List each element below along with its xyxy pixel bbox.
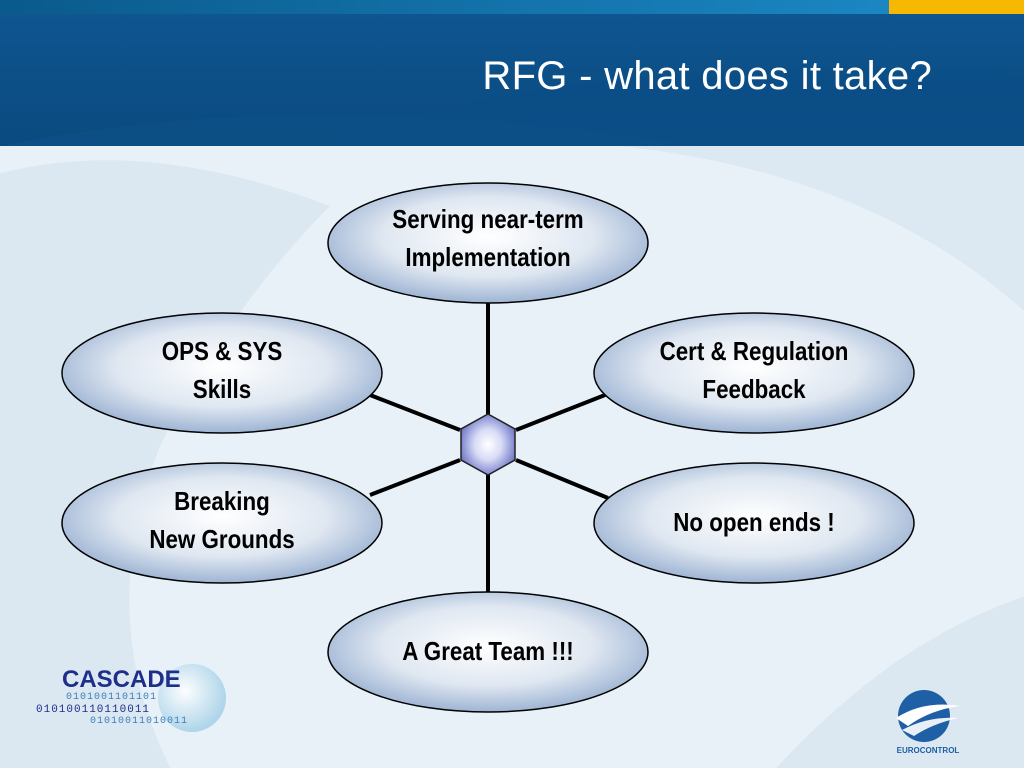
cascade-binary-line-1: 0101001101101 (66, 692, 158, 703)
node-lower-right-line-1: No open ends ! (673, 507, 835, 537)
top-color-strip (0, 0, 1024, 14)
connector-upper-left (369, 393, 461, 432)
node-lower-right-label: No open ends ! (625, 503, 883, 541)
node-upper-left-shape (61, 312, 383, 434)
node-top-shape (327, 182, 649, 304)
node-lower-left-line-2: New Grounds (149, 524, 295, 554)
node-top-label: Serving near-term Implementation (359, 200, 617, 276)
connector-lower-left (369, 458, 461, 497)
node-upper-left-line-1: OPS & SYS (161, 336, 283, 366)
node-upper-right-label: Cert & Regulation Feedback (625, 332, 883, 408)
slide-title: RFG - what does it take? (482, 54, 932, 98)
slide-header: RFG - what does it take? (0, 14, 1024, 146)
cascade-logo-name: CASCADE (62, 666, 181, 693)
node-bottom-line-1: A Great Team !!! (402, 636, 574, 666)
cascade-binary-line-3: 01010011010011 (90, 716, 189, 727)
connector-upper-right (515, 393, 606, 432)
node-lower-left-line-1: Breaking (174, 486, 270, 516)
cascade-logo: CASCADE 0101001101101 010100110110011 01… (30, 664, 230, 734)
node-top-line-2: Implementation (405, 242, 571, 272)
node-upper-right-line-1: Cert & Regulation (659, 336, 849, 366)
cascade-binary-line-2: 010100110110011 (36, 704, 151, 716)
node-bottom-shape (327, 591, 649, 713)
eurocontrol-logo-name: EUROCONTROL (896, 746, 960, 755)
node-upper-right-line-2: Feedback (702, 374, 806, 404)
header-swoosh (0, 67, 1024, 146)
node-lower-right-shape (593, 462, 915, 584)
connector-lines (369, 302, 609, 595)
hexagon-hub-icon (460, 413, 516, 476)
node-upper-left-line-2: Skills (192, 374, 252, 404)
node-upper-left-label: OPS & SYS Skills (93, 332, 351, 408)
node-bottom-label: A Great Team !!! (359, 632, 617, 670)
eurocontrol-emblem-icon (896, 690, 960, 742)
eurocontrol-logo: EUROCONTROL (888, 686, 968, 760)
node-upper-right-shape (593, 312, 915, 434)
top-accent-bar (889, 0, 1024, 14)
connector-lower-right (515, 458, 609, 500)
node-top-line-1: Serving near-term (392, 204, 584, 234)
background-swirl (0, 146, 1024, 768)
cascade-globe-icon (158, 664, 226, 732)
node-lower-left-label: Breaking New Grounds (93, 482, 351, 558)
node-lower-left-shape (61, 462, 383, 584)
